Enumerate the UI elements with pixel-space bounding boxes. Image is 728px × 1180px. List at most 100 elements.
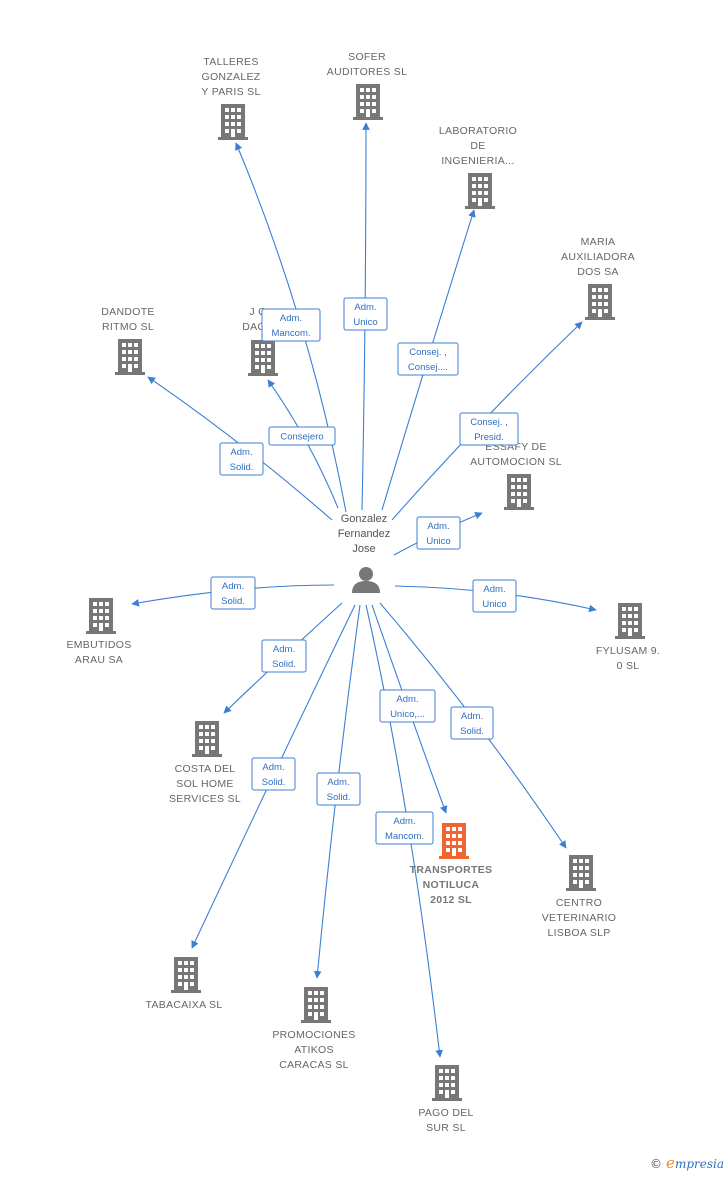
company-label-line: SOL HOME: [176, 778, 233, 790]
building-icon: [171, 957, 201, 993]
relation-text: Adm.: [396, 694, 418, 705]
company-label-line: RITMO SL: [102, 321, 154, 333]
person-name-line-3: Jose: [352, 543, 375, 555]
relation-text: Adm.: [327, 777, 349, 788]
company-label-line: TRANSPORTES: [410, 864, 493, 876]
relation-text: Unico: [353, 317, 377, 328]
relation-box: [472, 579, 517, 613]
nodes-layer: TALLERES GONZALEZ Y PARIS SL SOFER AUDITORES…: [66, 51, 660, 1134]
relation-text: Adm.: [354, 302, 376, 313]
building-icon: [585, 284, 615, 320]
relation-box: [375, 811, 434, 845]
building-icon: [86, 598, 116, 634]
company-label-line: DOS SA: [577, 266, 618, 278]
relation-text: Consej. ,: [470, 417, 508, 428]
relation-text: Solid.: [221, 596, 245, 607]
relation-text: Solid.: [327, 792, 351, 803]
company-node-costa[interactable]: COSTA DEL SOL HOME SERVICES SL: [169, 721, 241, 805]
person-name-line-1: Gonzalez: [341, 513, 387, 525]
relation-text: Unico: [426, 536, 450, 547]
building-icon: [615, 603, 645, 639]
relation-text: Solid.: [230, 462, 254, 473]
company-label-line: AUTOMOCION SL: [470, 456, 562, 468]
company-node-talleres[interactable]: TALLERES GONZALEZ Y PARIS SL: [201, 56, 260, 140]
relation-label-maria[interactable]: Consej. , Presid.: [459, 412, 519, 446]
company-label-line: FYLUSAM 9.: [596, 645, 660, 657]
relation-text: Consej. ,: [409, 347, 447, 358]
relation-text: Unico: [482, 599, 506, 610]
company-label-line: 2012 SL: [430, 894, 472, 906]
company-label-line: Y PARIS SL: [201, 86, 260, 98]
company-label-line: AUDITORES SL: [327, 66, 407, 78]
building-icon: [301, 987, 331, 1023]
company-label-line: TALLERES: [203, 56, 258, 68]
relation-label-promociones[interactable]: Adm. Solid.: [316, 772, 361, 806]
relation-text: Solid.: [272, 659, 296, 670]
company-label-line: CENTRO: [556, 897, 602, 909]
relation-label-embutidos[interactable]: Adm.Solid.: [210, 576, 256, 610]
company-node-laboratorio[interactable]: LABORATORIODEINGENIERIA...: [439, 125, 517, 209]
company-label-line: VETERINARIO: [542, 912, 616, 924]
relation-text: Consej....: [408, 362, 448, 373]
building-icon: [566, 855, 596, 891]
relation-box: [416, 516, 461, 550]
company-label-line: SUR SL: [426, 1122, 466, 1134]
relation-text: Mancom.: [271, 328, 310, 339]
company-label-line: PROMOCIONES: [272, 1029, 355, 1041]
relation-text: Adm.: [393, 816, 415, 827]
center-person-node[interactable]: Gonzalez Fernandez Jose: [338, 513, 391, 593]
company-node-tabacaixa[interactable]: TABACAIXA SL: [146, 957, 223, 1011]
relation-label-essafy[interactable]: Adm.Unico: [416, 516, 461, 550]
company-label-line: SOFER: [348, 51, 386, 63]
relation-label-transportes[interactable]: Adm.Unico,...: [379, 689, 436, 723]
relation-box: [251, 757, 296, 791]
relation-label-dandote[interactable]: Adm.Solid.: [219, 442, 264, 476]
relation-box: [379, 689, 436, 723]
relation-box: [268, 426, 336, 446]
building-icon: [432, 1065, 462, 1101]
company-label-line: INGENIERIA...: [441, 155, 514, 167]
relation-label-laboratorio[interactable]: Consej. , Consej....: [397, 342, 459, 376]
relation-label-fylusam[interactable]: Adm.Unico: [472, 579, 517, 613]
company-node-fylusam[interactable]: FYLUSAM 9.0 SL: [596, 603, 660, 672]
building-icon: [115, 339, 145, 375]
company-label-line: DE: [470, 140, 485, 152]
relation-text: Presid.: [474, 432, 504, 443]
relation-label-sofer[interactable]: Adm. Unico: [343, 297, 388, 331]
relation-box: [397, 342, 459, 376]
relation-label-talleres[interactable]: Adm.Mancom.: [261, 308, 321, 342]
building-icon: [439, 823, 469, 859]
relation-label-pago[interactable]: Adm. Mancom.: [375, 811, 434, 845]
company-label-line: ATIKOS: [294, 1044, 334, 1056]
relation-label-jg[interactable]: Consejero: [268, 426, 336, 446]
person-icon: [352, 567, 380, 593]
company-label-line: SERVICES SL: [169, 793, 241, 805]
company-node-transportes[interactable]: TRANSPORTES NOTILUCA 2012 SL: [410, 823, 493, 906]
relation-box: [261, 639, 307, 673]
relation-text: Mancom.: [385, 831, 424, 842]
company-label-line: GONZALEZ: [202, 71, 261, 83]
relation-box: [343, 297, 388, 331]
relation-label-tabacaixa[interactable]: Adm.Solid.: [251, 757, 296, 791]
relation-text: Adm.: [461, 711, 483, 722]
company-label-line: COSTA DEL: [175, 763, 236, 775]
relation-text: Solid.: [460, 726, 484, 737]
copyright-icon: ©: [650, 1157, 663, 1171]
empresia-logo: ©empresia: [650, 1154, 724, 1172]
relation-text: Adm.: [262, 762, 284, 773]
building-icon: [465, 173, 495, 209]
company-node-sofer[interactable]: SOFER AUDITORES SL: [327, 51, 407, 120]
relation-label-centro[interactable]: Adm. Solid.: [450, 706, 494, 740]
company-label-line: NOTILUCA: [423, 879, 480, 891]
company-label-line: AUXILIADORA: [561, 251, 635, 263]
relation-box: [210, 576, 256, 610]
relation-label-costa[interactable]: Adm.Solid.: [261, 639, 307, 673]
